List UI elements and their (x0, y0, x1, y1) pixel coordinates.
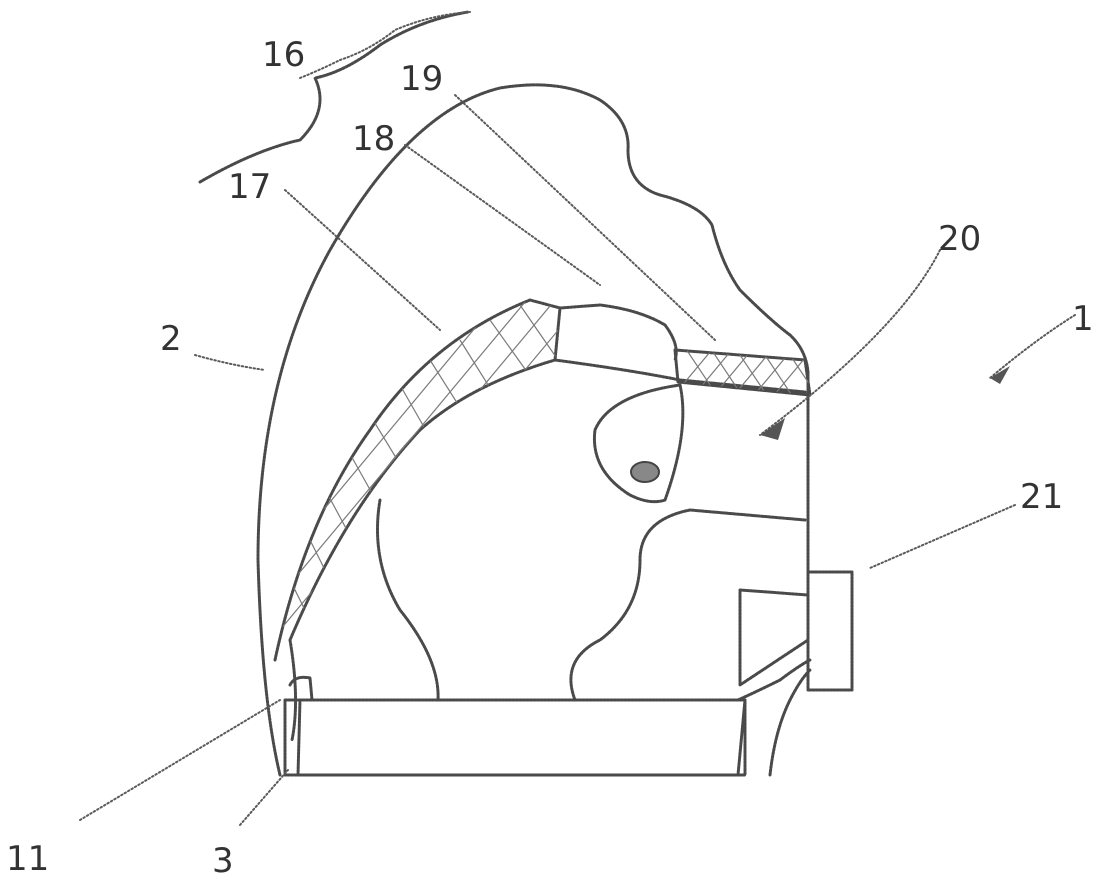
label-17: 17 (228, 167, 271, 207)
label-18: 18 (352, 119, 395, 159)
leader-2 (195, 355, 265, 370)
leader-1 (990, 315, 1075, 378)
top-cap (675, 350, 810, 395)
side-plug (808, 572, 852, 690)
label-16: 16 (262, 35, 305, 75)
leader-17 (285, 190, 440, 330)
label-3: 3 (212, 841, 234, 881)
hatched-band-outline (275, 300, 560, 660)
top-tab (560, 305, 676, 360)
inner-wall-left (290, 640, 745, 775)
v-notch (740, 590, 808, 685)
base-plate (285, 677, 745, 775)
leader-3 (240, 770, 288, 825)
chamber (594, 385, 682, 502)
outer-shell-contour (258, 85, 808, 775)
chamber-hole (631, 462, 659, 482)
label-11: 11 (6, 839, 49, 879)
leader-20 (760, 250, 940, 435)
label-1: 1 (1072, 299, 1094, 339)
label-21: 21 (1020, 477, 1063, 517)
leader-18 (405, 145, 600, 285)
leader-21 (870, 505, 1015, 568)
band-hatching (190, 250, 640, 720)
leader-16 (300, 60, 340, 78)
leader-11 (80, 700, 280, 820)
arrow-20 (760, 418, 785, 440)
leader-16-tail (340, 12, 470, 60)
leader-19 (455, 95, 715, 340)
label-20: 20 (938, 219, 981, 259)
lower-connector (738, 660, 810, 775)
label-19: 19 (400, 59, 443, 99)
label-2: 2 (160, 319, 182, 359)
